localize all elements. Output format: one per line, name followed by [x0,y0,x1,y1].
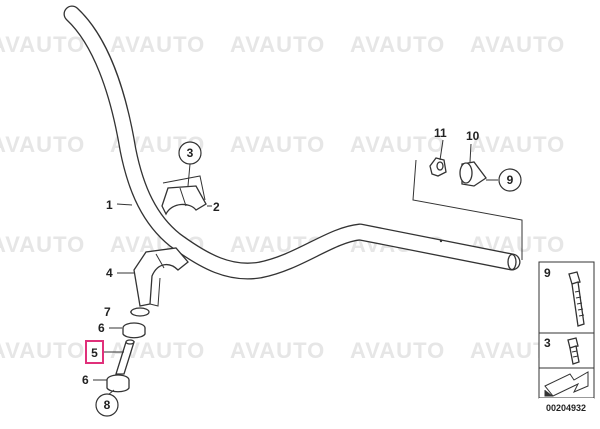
watermark-text: AVAUTO [470,32,565,57]
leader-lines [93,139,498,396]
rubber-bushing-upper[interactable] [122,322,146,339]
watermark-text: AVAUTO [0,32,85,57]
callout-11: 11 [434,126,447,140]
callout-9-circle: 9 [498,168,522,192]
bar-end-screw[interactable] [429,157,447,177]
upper-clamp[interactable] [161,185,207,216]
watermark-layer: AVAUTO AVAUTO AVAUTO AVAUTO AVAUTO AVAUT… [0,32,565,363]
watermark-text: AVAUTO [350,132,445,157]
watermark-text: AVAUTO [230,132,325,157]
callout-4: 4 [106,266,113,280]
handlebar-tube[interactable] [63,5,521,280]
callout-3-circle: 3 [178,141,202,165]
short-bolt-icon [567,337,580,365]
watermark-text: AVAUTO [0,132,85,157]
rubber-bushing-lower[interactable] [106,374,130,393]
watermark-text: AVAUTO [350,338,445,363]
watermark-text: AVAUTO [110,32,205,57]
washer[interactable] [130,307,150,317]
watermark-text: AVAUTO [230,338,325,363]
watermark-text: AVAUTO [0,232,85,257]
callout-5-highlight: 5 [85,340,104,364]
bar-end-weight[interactable] [459,161,487,187]
assembly-outline [412,159,523,260]
watermark-text: AVAUTO [470,132,565,157]
callout-7: 7 [104,305,111,319]
callout-10: 10 [466,129,480,143]
callout-1: 1 [106,198,113,212]
callout-2: 2 [213,200,220,214]
callout-9: 9 [507,173,514,187]
legend-label-9: 9 [544,266,551,280]
callout-3: 3 [187,146,194,160]
callout-5: 5 [91,346,98,360]
callout-8-circle: 8 [95,393,119,417]
callout-8: 8 [104,398,111,412]
legend-panel: 9 3 00204932 [538,261,595,413]
long-bolt-icon [568,271,585,327]
callout-6-lower: 6 [82,373,89,387]
legend-label-3: 3 [544,336,551,350]
spacer-sleeve[interactable] [115,339,135,375]
handlebar-riser[interactable] [133,247,189,307]
callout-6-upper: 6 [98,321,105,335]
direction-arrow-icon [544,371,589,397]
diagram-code: 00204932 [546,403,586,413]
assembly-outline [162,175,206,201]
watermark-text: AVAUTO [0,338,85,363]
watermark-text: AVAUTO [230,32,325,57]
watermark-text: AVAUTO [350,32,445,57]
